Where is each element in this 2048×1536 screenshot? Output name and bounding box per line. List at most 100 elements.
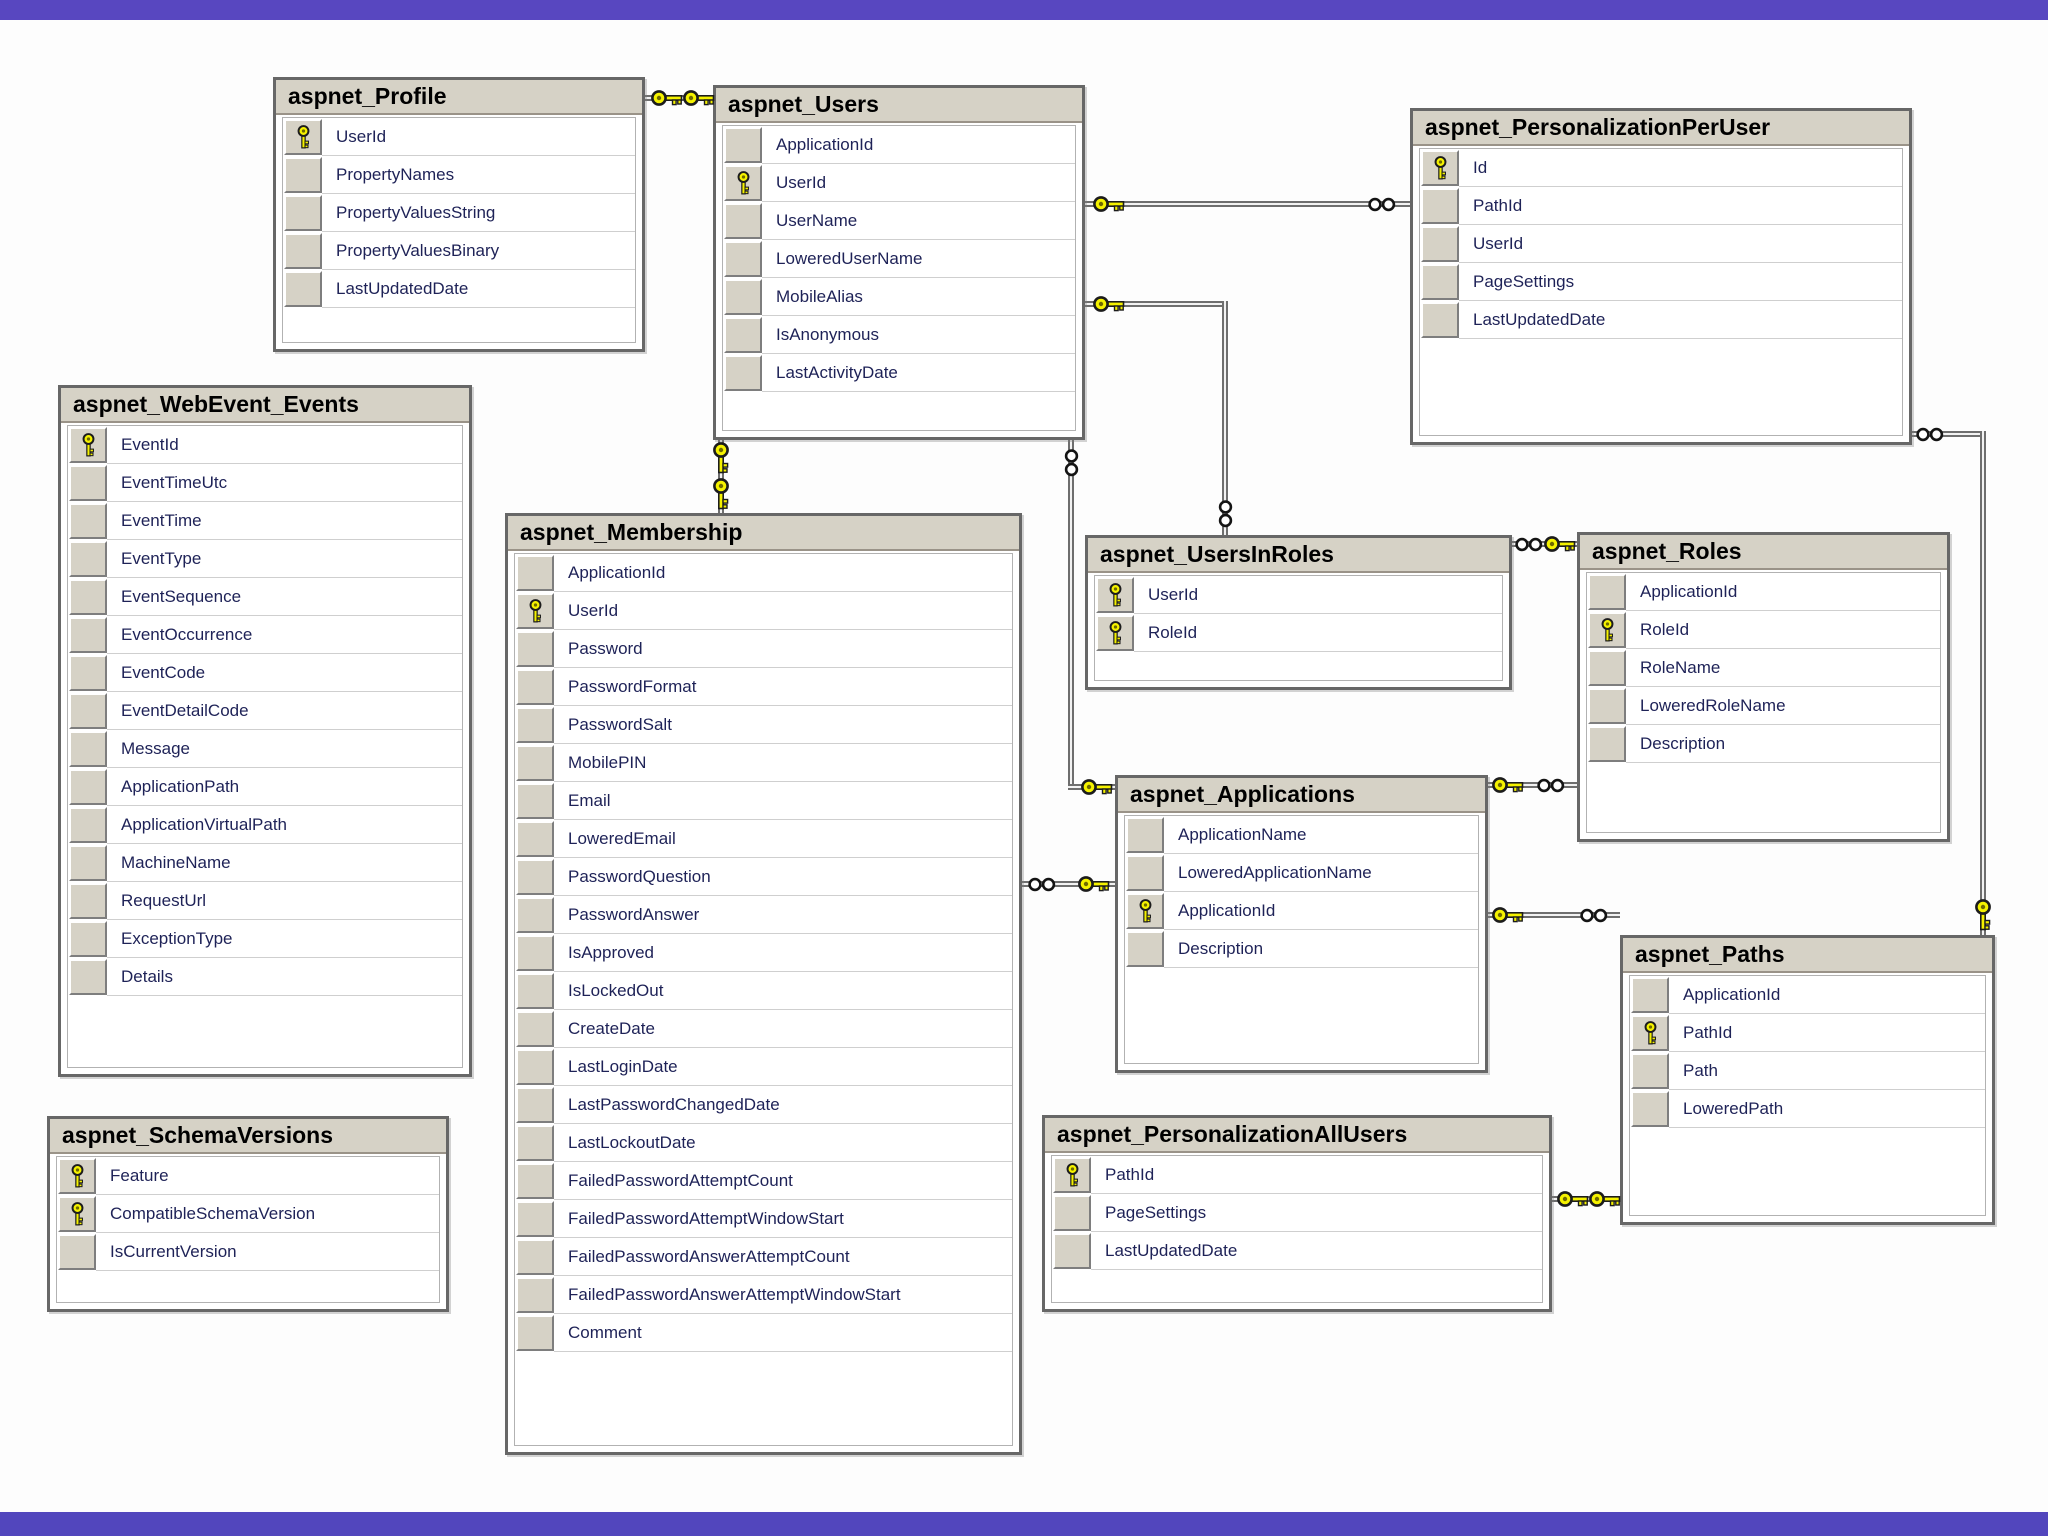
row-selector[interactable] (69, 883, 107, 919)
row-selector[interactable] (1588, 688, 1626, 724)
field-row[interactable]: LoweredEmail (515, 820, 1012, 858)
relationship-line[interactable] (718, 440, 724, 513)
field-row[interactable]: LastUpdatedDate (283, 270, 635, 308)
field-row[interactable]: EventType (68, 540, 462, 578)
relationship-line[interactable] (1980, 431, 1986, 935)
table-header[interactable]: aspnet_Roles (1580, 535, 1947, 570)
row-selector[interactable] (1421, 188, 1459, 224)
field-row[interactable]: IsCurrentVersion (57, 1233, 439, 1271)
row-selector[interactable] (516, 1011, 554, 1047)
row-selector-primary-key[interactable] (1096, 577, 1134, 613)
field-row[interactable]: EventDetailCode (68, 692, 462, 730)
field-row[interactable]: LastActivityDate (723, 354, 1075, 392)
row-selector[interactable] (69, 959, 107, 995)
field-row[interactable]: EventOccurrence (68, 616, 462, 654)
row-selector[interactable] (69, 541, 107, 577)
row-selector-primary-key[interactable] (1631, 1015, 1669, 1051)
row-selector-primary-key[interactable] (69, 427, 107, 463)
field-row[interactable]: UserId (723, 164, 1075, 202)
row-selector[interactable] (516, 669, 554, 705)
row-selector[interactable] (1126, 931, 1164, 967)
row-selector[interactable] (516, 1201, 554, 1237)
field-row[interactable]: ApplicationPath (68, 768, 462, 806)
row-selector-primary-key[interactable] (1588, 612, 1626, 648)
row-selector[interactable] (516, 1277, 554, 1313)
relationship-line[interactable] (1222, 301, 1228, 535)
field-row[interactable]: UserId (1420, 225, 1902, 263)
field-row[interactable]: EventTime (68, 502, 462, 540)
table-header[interactable]: aspnet_PersonalizationPerUser (1413, 111, 1909, 146)
row-selector[interactable] (516, 935, 554, 971)
row-selector[interactable] (516, 1125, 554, 1161)
row-selector[interactable] (724, 127, 762, 163)
row-selector[interactable] (1631, 1091, 1669, 1127)
field-row[interactable]: RequestUrl (68, 882, 462, 920)
field-row[interactable]: PasswordQuestion (515, 858, 1012, 896)
field-row[interactable]: ExceptionType (68, 920, 462, 958)
row-selector[interactable] (69, 845, 107, 881)
relationship-line[interactable] (1912, 431, 1986, 437)
row-selector[interactable] (516, 707, 554, 743)
field-row[interactable]: Feature (57, 1157, 439, 1195)
row-selector[interactable] (516, 783, 554, 819)
field-row[interactable]: EventTimeUtc (68, 464, 462, 502)
field-row[interactable]: PropertyValuesBinary (283, 232, 635, 270)
field-row[interactable]: EventId (68, 426, 462, 464)
row-selector[interactable] (516, 1163, 554, 1199)
relationship-line[interactable] (1085, 301, 1228, 307)
field-row[interactable]: CompatibleSchemaVersion (57, 1195, 439, 1233)
field-row[interactable]: ApplicationId (515, 554, 1012, 592)
row-selector[interactable] (69, 693, 107, 729)
row-selector[interactable] (516, 859, 554, 895)
row-selector-primary-key[interactable] (1053, 1157, 1091, 1193)
table-header[interactable]: aspnet_UsersInRoles (1088, 538, 1509, 573)
field-row[interactable]: ApplicationVirtualPath (68, 806, 462, 844)
field-row[interactable]: MobilePIN (515, 744, 1012, 782)
field-row[interactable]: LoweredUserName (723, 240, 1075, 278)
row-selector[interactable] (516, 1239, 554, 1275)
row-selector[interactable] (1421, 302, 1459, 338)
field-row[interactable]: PasswordSalt (515, 706, 1012, 744)
field-row[interactable]: IsLockedOut (515, 972, 1012, 1010)
field-row[interactable]: LastPasswordChangedDate (515, 1086, 1012, 1124)
row-selector[interactable] (284, 271, 322, 307)
row-selector[interactable] (516, 1049, 554, 1085)
field-row[interactable]: CreateDate (515, 1010, 1012, 1048)
row-selector[interactable] (69, 655, 107, 691)
table-header[interactable]: aspnet_SchemaVersions (50, 1119, 446, 1154)
field-row[interactable]: Description (1125, 930, 1478, 968)
table-header[interactable]: aspnet_Users (716, 88, 1082, 123)
row-selector[interactable] (724, 355, 762, 391)
field-row[interactable]: FailedPasswordAttemptCount (515, 1162, 1012, 1200)
row-selector[interactable] (69, 769, 107, 805)
field-row[interactable]: UserId (283, 118, 635, 156)
row-selector[interactable] (69, 465, 107, 501)
field-row[interactable]: FailedPasswordAnswerAttemptWindowStart (515, 1276, 1012, 1314)
field-row[interactable]: Email (515, 782, 1012, 820)
row-selector[interactable] (1588, 574, 1626, 610)
field-row[interactable]: PropertyNames (283, 156, 635, 194)
field-row[interactable]: ApplicationId (1125, 892, 1478, 930)
field-row[interactable]: MobileAlias (723, 278, 1075, 316)
field-row[interactable]: LoweredApplicationName (1125, 854, 1478, 892)
field-row[interactable]: EventCode (68, 654, 462, 692)
field-row[interactable]: MachineName (68, 844, 462, 882)
row-selector[interactable] (516, 1087, 554, 1123)
field-row[interactable]: ApplicationName (1125, 816, 1478, 854)
row-selector[interactable] (58, 1234, 96, 1270)
row-selector-primary-key[interactable] (516, 593, 554, 629)
field-row[interactable]: RoleName (1587, 649, 1940, 687)
relationship-line[interactable] (1068, 440, 1074, 790)
row-selector[interactable] (1126, 855, 1164, 891)
field-row[interactable]: PageSettings (1420, 263, 1902, 301)
field-row[interactable]: LastUpdatedDate (1420, 301, 1902, 339)
row-selector-primary-key[interactable] (724, 165, 762, 201)
field-row[interactable]: RoleId (1095, 614, 1502, 652)
